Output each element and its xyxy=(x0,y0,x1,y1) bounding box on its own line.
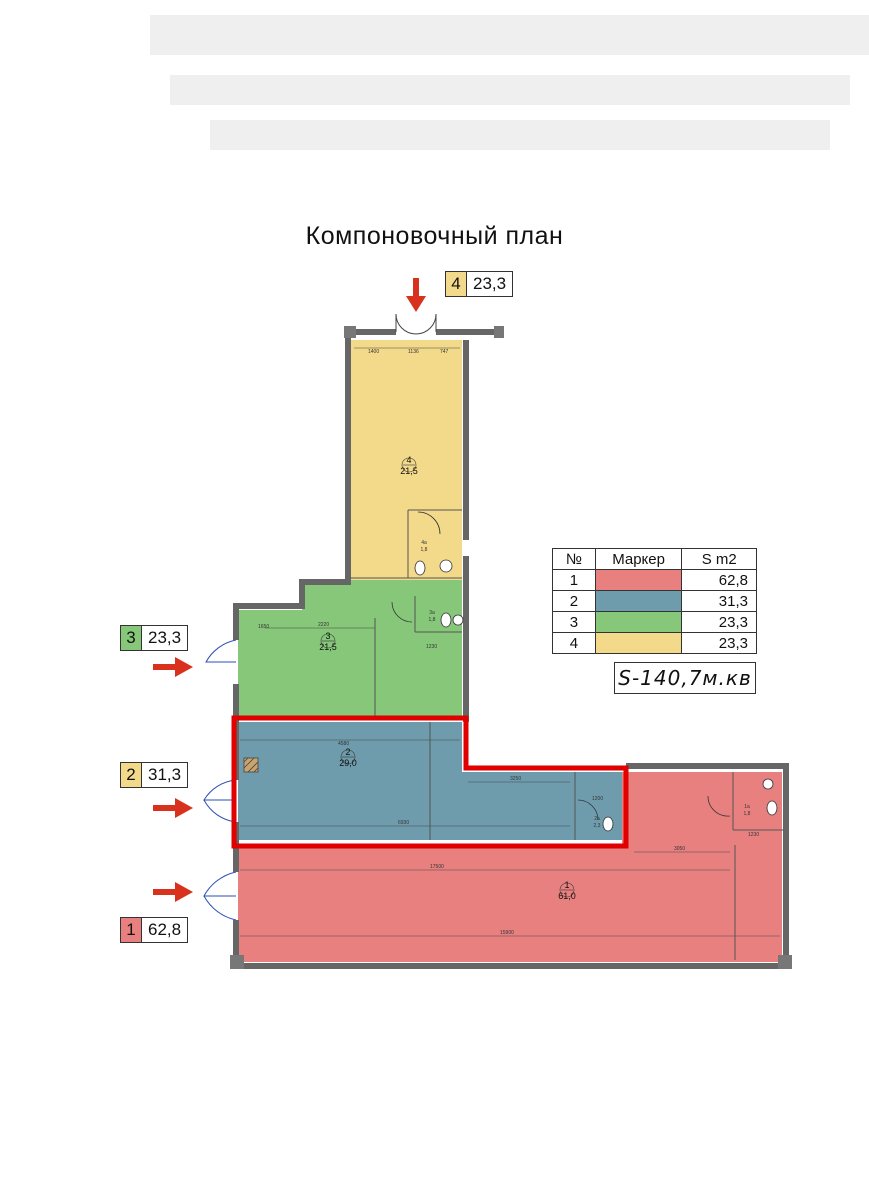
legend-row: 2 31,3 xyxy=(552,590,757,612)
legend-swatch xyxy=(594,590,683,612)
room-tag-1: 1 62,8 xyxy=(120,917,189,943)
svg-text:1200: 1200 xyxy=(592,796,603,802)
svg-text:3050: 3050 xyxy=(674,846,685,852)
room-tag-2: 2 31,3 xyxy=(120,762,189,788)
svg-text:2a: 2a xyxy=(594,816,600,822)
room-label-1: 1 61,0 xyxy=(558,880,576,901)
room-tag-2-area: 31,3 xyxy=(148,765,182,784)
legend-row-area: 23,3 xyxy=(681,632,757,654)
legend-row-area: 62,8 xyxy=(681,569,757,591)
legend-swatch xyxy=(594,632,683,654)
svg-text:61,0: 61,0 xyxy=(558,891,576,901)
room-tag-1-area: 62,8 xyxy=(148,920,182,939)
column-hatch xyxy=(243,757,259,773)
svg-text:4: 4 xyxy=(406,455,411,465)
svg-text:4580: 4580 xyxy=(338,741,349,747)
svg-text:2: 2 xyxy=(345,747,350,757)
room-tag-4-area: 23,3 xyxy=(473,274,507,293)
entrance-arrow-icon xyxy=(153,278,426,902)
legend-row-num: 3 xyxy=(552,611,596,633)
legend-row: 1 62,8 xyxy=(552,569,757,591)
svg-text:21,5: 21,5 xyxy=(400,466,418,476)
legend-header-row: № Маркер S m2 xyxy=(552,548,757,570)
sink-icon xyxy=(439,559,774,790)
room-tag-4: 4 23,3 xyxy=(445,271,514,297)
svg-text:1230: 1230 xyxy=(748,832,759,838)
svg-text:1: 1 xyxy=(564,880,569,890)
page-title: Компоновочный план xyxy=(305,222,564,250)
svg-text:1400: 1400 xyxy=(368,349,379,355)
svg-text:17500: 17500 xyxy=(430,864,444,870)
svg-text:1230: 1230 xyxy=(426,644,437,650)
room-1-fill xyxy=(238,772,782,962)
svg-text:6930: 6930 xyxy=(398,820,409,826)
total-area: S-140,7м.кв xyxy=(614,662,756,694)
room-tag-1-number: 1 xyxy=(121,918,142,942)
legend-row: 4 23,3 xyxy=(552,632,757,654)
svg-text:2,3: 2,3 xyxy=(594,823,601,829)
room-tag-3: 3 23,3 xyxy=(120,625,189,651)
room-2-highlight xyxy=(231,715,629,849)
room-tag-3-area: 23,3 xyxy=(148,628,182,647)
legend-row-area: 23,3 xyxy=(681,611,757,633)
door-swing-icon xyxy=(203,639,237,921)
svg-text:1136: 1136 xyxy=(408,349,419,355)
svg-text:1,8: 1,8 xyxy=(744,811,751,817)
legend-row-num: 1 xyxy=(552,569,596,591)
svg-text:2220: 2220 xyxy=(318,622,329,628)
svg-text:15900: 15900 xyxy=(500,930,514,936)
legend-header-area: S m2 xyxy=(681,548,757,570)
svg-text:3250: 3250 xyxy=(510,776,521,782)
room-label-2: 2 29,0 xyxy=(339,747,357,768)
legend-row-area: 31,3 xyxy=(681,590,757,612)
legend-row: 3 23,3 xyxy=(552,611,757,633)
svg-text:29,0: 29,0 xyxy=(339,758,357,768)
svg-text:1,8: 1,8 xyxy=(421,547,428,553)
legend-swatch xyxy=(594,569,683,591)
toilet-icon xyxy=(414,560,778,832)
room-label-3: 3 21,5 xyxy=(319,631,337,652)
legend-row-num: 4 xyxy=(552,632,596,654)
svg-text:1650: 1650 xyxy=(258,624,269,630)
legend-swatch xyxy=(594,611,683,633)
entrance-double-door-icon xyxy=(395,313,437,335)
legend-row-num: 2 xyxy=(552,590,596,612)
svg-text:1a: 1a xyxy=(744,804,750,810)
room-labels: 1 61,0 2 29,0 3 21,5 4 21,5 1a 1,8 2a 2,… xyxy=(319,455,750,901)
legend-table: № Маркер S m2 1 62,8 2 31,3 3 23,3 4 23,… xyxy=(552,548,757,654)
room-4-fill xyxy=(350,340,462,580)
room-tag-4-number: 4 xyxy=(446,272,467,296)
room-tag-2-number: 2 xyxy=(121,763,142,787)
svg-text:3a: 3a xyxy=(429,610,435,616)
faint-background-text xyxy=(150,15,869,150)
room-tag-3-number: 3 xyxy=(121,626,142,650)
svg-text:4a: 4a xyxy=(421,540,427,546)
svg-text:747: 747 xyxy=(440,349,449,355)
legend-header-marker: Маркер xyxy=(594,548,683,570)
room-3-fill xyxy=(238,580,462,718)
svg-text:3: 3 xyxy=(325,631,330,641)
room-label-4: 4 21,5 xyxy=(400,455,418,476)
svg-text:1,8: 1,8 xyxy=(429,617,436,623)
svg-text:21,5: 21,5 xyxy=(319,642,337,652)
legend-header-num: № xyxy=(552,548,596,570)
